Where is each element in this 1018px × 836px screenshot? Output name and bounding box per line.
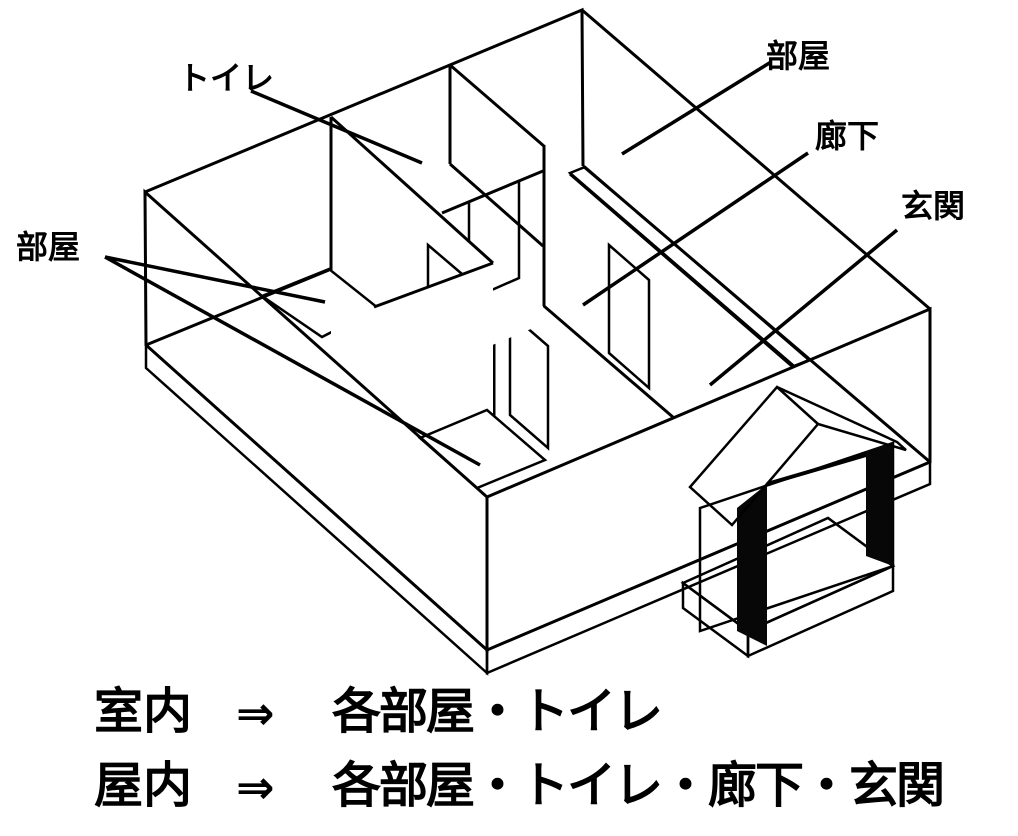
center-room-wall-face (331, 263, 493, 476)
legend-definition-okunai: 各部屋・トイレ・廊下・玄関 (332, 759, 945, 813)
legend-term-okunai: 屋内 (94, 759, 193, 813)
toilet-side-wall-top-edge (449, 63, 546, 149)
porch-beam (766, 451, 874, 486)
legend-definition-shitsunai: 各部屋・トイレ (332, 685, 663, 739)
leader-line-room-right (621, 60, 772, 156)
label-room-left: 部屋 (16, 229, 81, 265)
center-room-wall-top-edge (373, 261, 494, 309)
label-toilet: トイレ (178, 60, 275, 96)
porch-pillar-right (866, 443, 893, 566)
leader-line-room-left-1 (104, 255, 326, 304)
legend-row-indoor-room: 室内 ⇒ 各部屋・トイレ (0, 688, 1018, 746)
leader-line-room-left-2 (104, 255, 481, 467)
porch-pillar-left (737, 484, 767, 646)
toilet-side-wall-face (450, 65, 545, 246)
legend-term-shitsunai: 室内 (94, 685, 193, 739)
corridor-wall-top-edge (569, 172, 794, 369)
leader-line-corridor (582, 151, 809, 307)
room-floor-patch-left (259, 267, 381, 339)
double-arrow-icon: ⇒ (236, 687, 275, 739)
porch-roof-right-slope (776, 385, 907, 452)
label-room-right: 部屋 (766, 38, 831, 74)
label-entrance: 玄関 (901, 188, 966, 224)
legend-row-indoor-building: 屋内 ⇒ 各部屋・トイレ・廊下・玄関 (0, 762, 1018, 820)
leader-line-entrance (708, 228, 899, 387)
porch-platform-right-face (746, 564, 895, 658)
door-panel-3 (508, 310, 550, 451)
toilet-left-wall-top-edge (329, 115, 495, 265)
leader-line-toilet (250, 89, 423, 165)
double-arrow-icon: ⇒ (236, 761, 275, 813)
back-right-wall-top-edge (581, 8, 931, 311)
foundation-right (485, 460, 932, 675)
toilet-side-wall-floor-edge (449, 162, 544, 248)
interior-wall-e-face (494, 263, 674, 530)
label-corridor: 廊下 (815, 118, 880, 154)
